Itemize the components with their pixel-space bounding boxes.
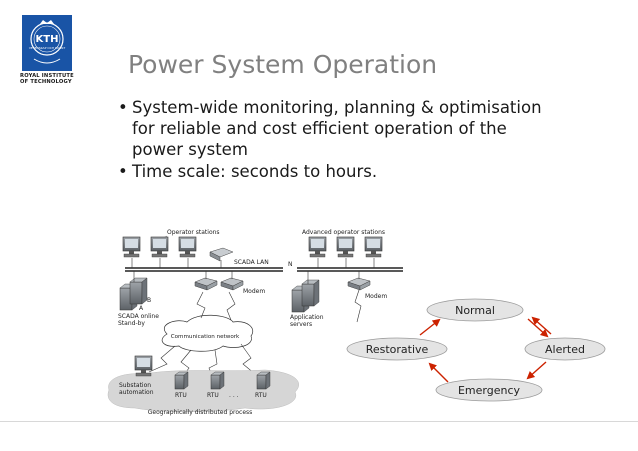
modem-icon: [220, 277, 244, 291]
scada-architecture-diagram: Operator stations SCADA LAN B A SCADA on…: [107, 229, 403, 416]
advanced-stations-label: Advanced operator stations: [302, 229, 385, 236]
advanced-monitor-icon: [364, 236, 383, 258]
substation-computer-icon: [134, 355, 153, 377]
operating-states-diagram: Normal Alerted Emergency Restorative: [346, 298, 606, 402]
state-restorative-label: Restorative: [366, 343, 429, 356]
scada-online-label: SCADA online: [118, 313, 159, 320]
kth-logo: KTH VETENSKAP OCH KONST: [22, 15, 72, 85]
operator-monitor-icon: [122, 236, 141, 258]
footer-divider: [0, 421, 638, 422]
arrow-alerted-to-normal: [531, 316, 552, 335]
standby-label: Stand-by: [118, 320, 145, 327]
state-alerted-label: Alerted: [545, 343, 585, 356]
institute-name: ROYAL INSTITUTE OF TECHNOLOGY: [20, 73, 80, 85]
rtu-label: RTU: [207, 392, 219, 399]
application-server-icon: [301, 279, 320, 307]
operator-stations-label: Operator stations: [167, 229, 220, 236]
operator-monitor-icon: [178, 236, 197, 258]
bullet-dot-icon: •: [118, 98, 128, 117]
modem-label: Modem: [243, 288, 265, 295]
arrow-restorative-to-normal: [419, 318, 441, 336]
scada-server-icon: [129, 277, 148, 305]
state-alerted: Alerted: [524, 337, 606, 361]
comm-network-label: Communication network: [171, 334, 240, 340]
rtu-label: RTU: [255, 392, 267, 399]
arrow-emergency-to-restorative: [428, 362, 449, 383]
rtu-icon: [256, 371, 271, 390]
label-b: B: [147, 297, 151, 304]
rtu-label: RTU: [175, 392, 187, 399]
state-normal: Normal: [426, 298, 524, 322]
kth-emblem-icon: KTH VETENSKAP OCH KONST: [22, 15, 72, 71]
automation-label: automation: [119, 389, 154, 396]
arrow-alerted-to-emergency: [526, 361, 547, 380]
label-n: N: [288, 261, 293, 268]
rtu-icon: [174, 371, 189, 390]
scada-lan-label: SCADA LAN: [234, 259, 269, 266]
modem-label: Modem: [365, 293, 387, 300]
servers-label: servers: [290, 321, 312, 328]
modem-icon: [347, 277, 371, 291]
rtu-icon: [210, 371, 225, 390]
state-restorative: Restorative: [346, 337, 448, 361]
bullet-dot-icon: •: [118, 162, 128, 181]
slide-title: Power System Operation: [128, 50, 438, 79]
state-emergency-label: Emergency: [458, 384, 521, 397]
bullet-item: • System-wide monitoring, planning & opt…: [118, 97, 558, 160]
emblem-text: KTH: [36, 34, 59, 45]
arrow-normal-to-alerted: [527, 318, 549, 338]
modem-icon: [194, 277, 218, 291]
substation-label: Substation: [119, 382, 151, 389]
advanced-monitor-icon: [336, 236, 355, 258]
emblem-subtext: VETENSKAP OCH KONST: [29, 46, 66, 50]
printer-icon: [209, 247, 234, 262]
state-normal-label: Normal: [455, 304, 495, 317]
bullet-text: Time scale: seconds to hours.: [132, 162, 378, 181]
institute-line-1: ROYAL INSTITUTE: [20, 73, 74, 79]
bullet-item: • Time scale: seconds to hours.: [118, 161, 418, 182]
process-caption: Geographically distributed process: [148, 409, 253, 416]
ellipsis-label: . . .: [229, 392, 239, 399]
label-a: A: [139, 305, 144, 312]
bullet-text: System-wide monitoring, planning & optim…: [132, 98, 542, 159]
application-label: Application: [290, 314, 324, 321]
state-emergency: Emergency: [435, 378, 543, 402]
communication-network-cloud: [161, 314, 254, 352]
institute-line-2: OF TECHNOLOGY: [20, 79, 72, 85]
advanced-monitor-icon: [308, 236, 327, 258]
operator-monitor-icon: [150, 236, 169, 258]
